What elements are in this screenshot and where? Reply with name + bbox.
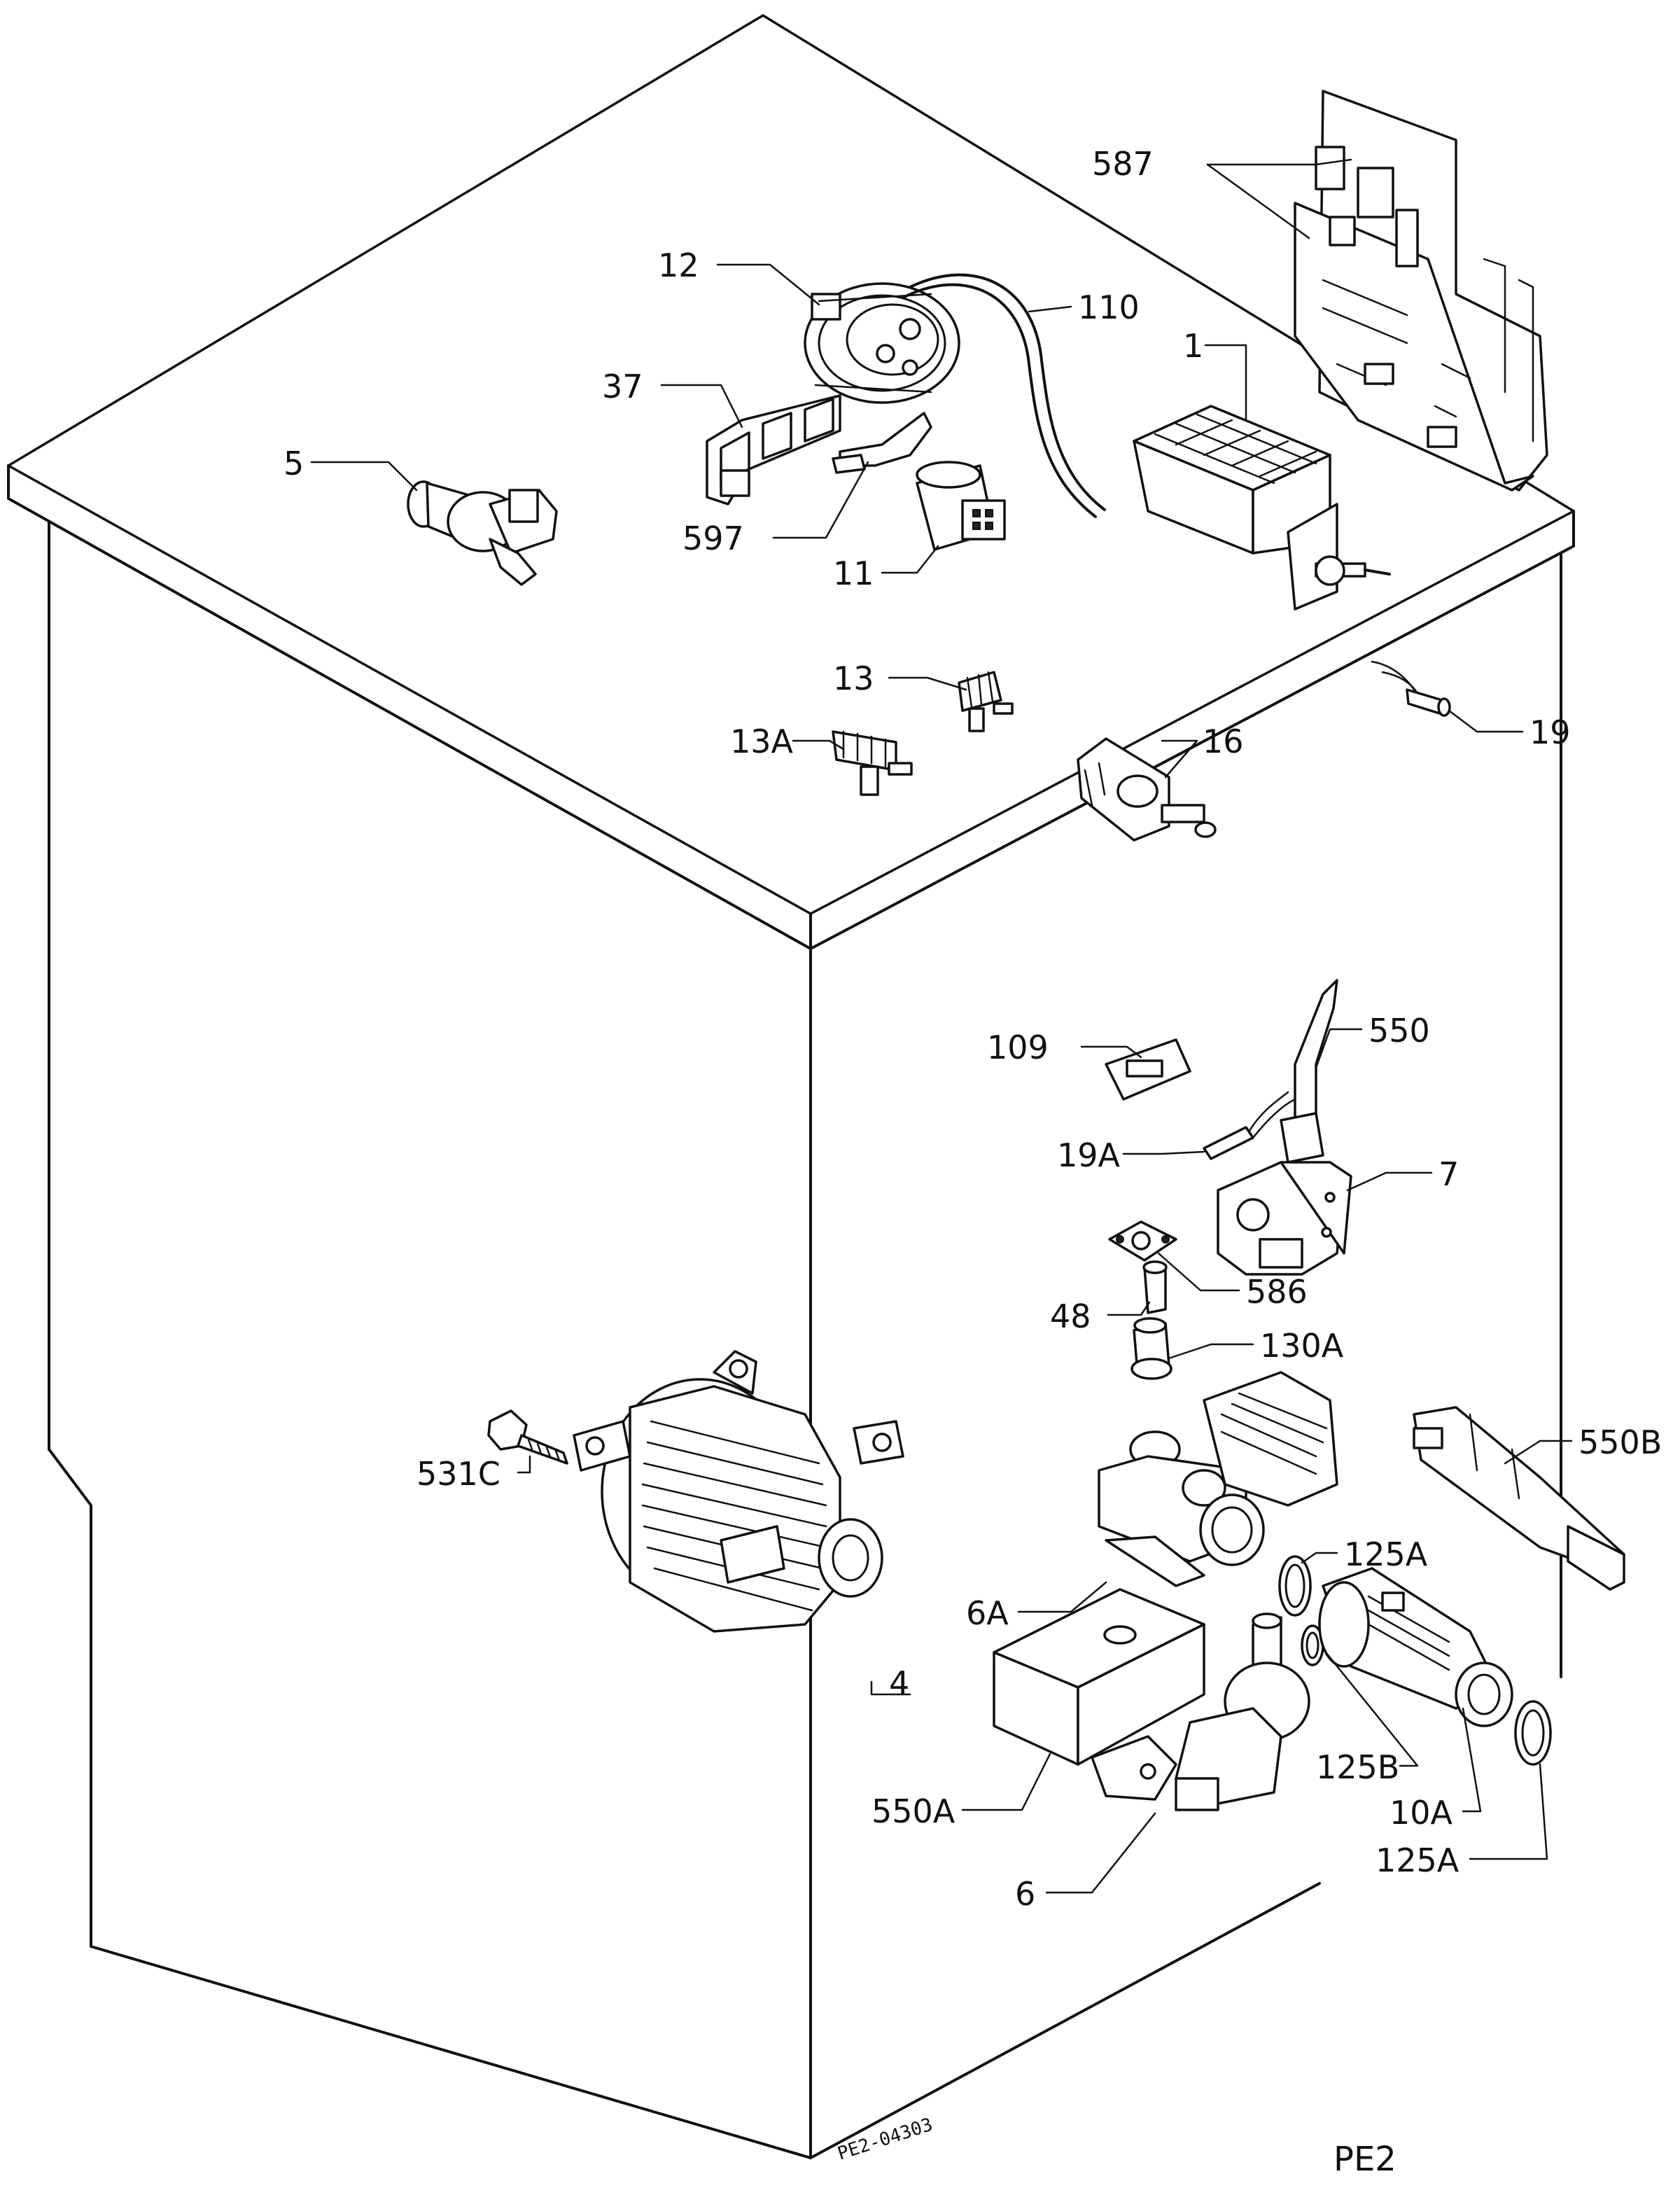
callout-12: 12 [658,246,699,284]
part-550-lever [1280,979,1338,1164]
callout-1: 1 [1183,327,1203,365]
part-531c-screw [487,1409,568,1465]
part-13a-connector [832,730,913,796]
part-597-clip [832,412,932,474]
drawing-code: PE2-04303 [835,2114,935,2165]
part-550b-handle [1413,1406,1625,1591]
cabinet-lid-right-edge [809,510,1575,950]
callout-37: 37 [602,368,643,405]
callout-6a: 6A [966,1594,1009,1632]
part-109-cover [1105,1038,1191,1101]
part-6a-drain-pump [1098,1371,1338,1587]
page-code: PE2 [1334,2140,1396,2179]
callout-586: 586 [1246,1273,1308,1311]
callout-531c: 531C [416,1455,500,1493]
callout-11: 11 [833,555,874,592]
callout-109: 109 [987,1029,1049,1066]
callout-7: 7 [1438,1155,1459,1193]
part-130a-nozzle [1130,1317,1172,1380]
part-10a-filter [1318,1567,1513,1727]
cabinet-lid-left-edge [7,464,812,950]
part-16-door-lock [1077,737,1217,842]
part-586-bracket [1108,1220,1177,1262]
part-12-pressure-switch [804,282,960,404]
callout-130a: 130A [1260,1327,1344,1365]
part-11-capacitor [916,461,1006,551]
callout-5: 5 [284,445,304,482]
part-19a-sensor [1203,1091,1296,1160]
callout-48: 48 [1050,1297,1091,1335]
callout-587: 587 [1092,145,1154,183]
callout-550b: 550B [1578,1423,1662,1461]
callout-16: 16 [1203,723,1244,760]
part-5-inlet-valve [407,480,558,586]
callout-125a-bottom: 125A [1376,1841,1460,1879]
callout-110: 110 [1078,288,1140,326]
callout-10a: 10A [1390,1794,1453,1832]
part-4-pump-motor [573,1350,904,1633]
callout-4: 4 [889,1664,909,1702]
cabinet-bottom-edge [809,1882,1321,2159]
part-13-connector [958,671,1014,732]
callout-19: 19 [1530,713,1571,751]
callout-125a-top: 125A [1344,1535,1428,1573]
part-125a-seal-lower [1514,1700,1552,1766]
callout-550a: 550A [872,1792,955,1830]
callout-19a: 19A [1057,1136,1121,1174]
part-110-hose [902,273,1106,518]
callout-13: 13 [833,660,874,697]
callout-labels: 587 12 110 1 37 5 597 11 13 13A 16 19 10… [284,145,1662,1913]
callout-550: 550 [1368,1012,1430,1050]
cabinet-outline [7,14,1575,2159]
part-7-block [1217,1161,1352,1276]
callout-125b: 125B [1316,1748,1399,1786]
part-48-plug [1142,1260,1168,1314]
part-6-valve [1091,1612,1310,1811]
callout-6: 6 [1015,1875,1035,1913]
leader-lines [310,158,1573,1894]
callout-597: 597 [682,520,744,557]
part-125a-seal-upper [1278,1555,1312,1617]
callout-13a: 13A [730,723,794,760]
part-587-control-bracket [1294,90,1548,492]
cabinet-left-face [48,521,812,2159]
part-1-timer [1133,405,1391,611]
part-550a-cover [993,1588,1205,1766]
part-19-sensor [1371,660,1451,717]
